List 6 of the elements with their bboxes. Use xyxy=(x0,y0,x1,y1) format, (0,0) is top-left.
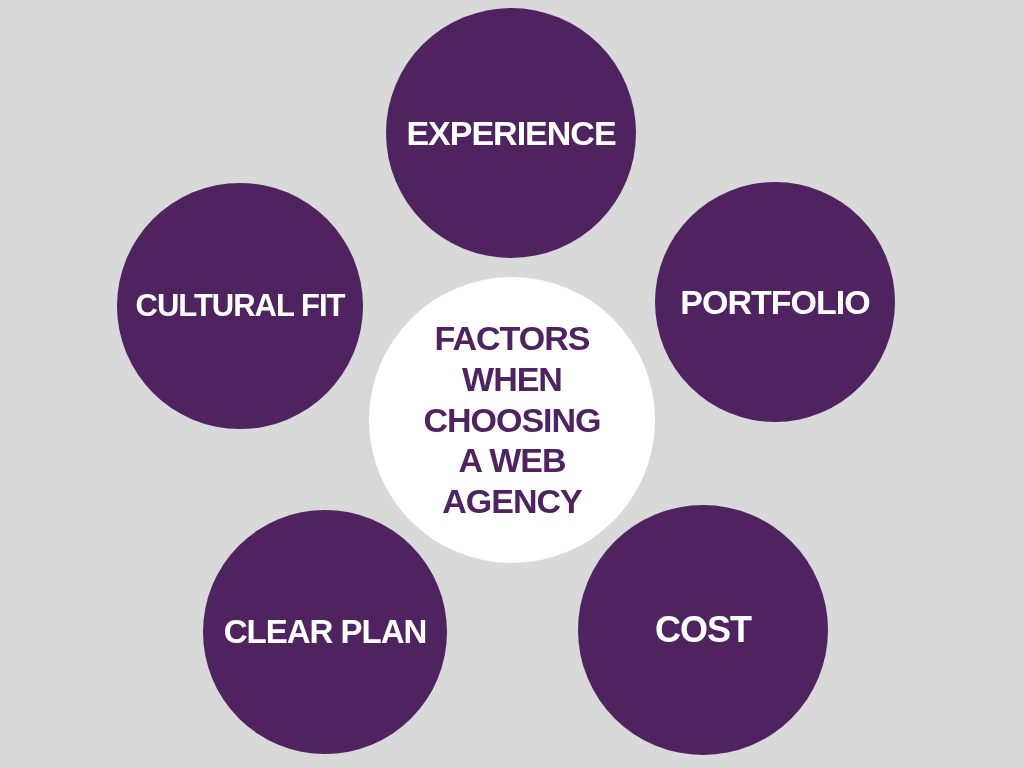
factor-label: COST xyxy=(655,608,751,652)
factor-label: CLEAR PLAN xyxy=(223,612,427,652)
factor-label: EXPERIENCE xyxy=(406,112,616,154)
center-title: FACTORS WHEN CHOOSING A WEB AGENCY xyxy=(422,318,602,522)
factor-label: PORTFOLIO xyxy=(680,281,870,323)
factor-label: CULTURAL FIT xyxy=(135,287,345,325)
